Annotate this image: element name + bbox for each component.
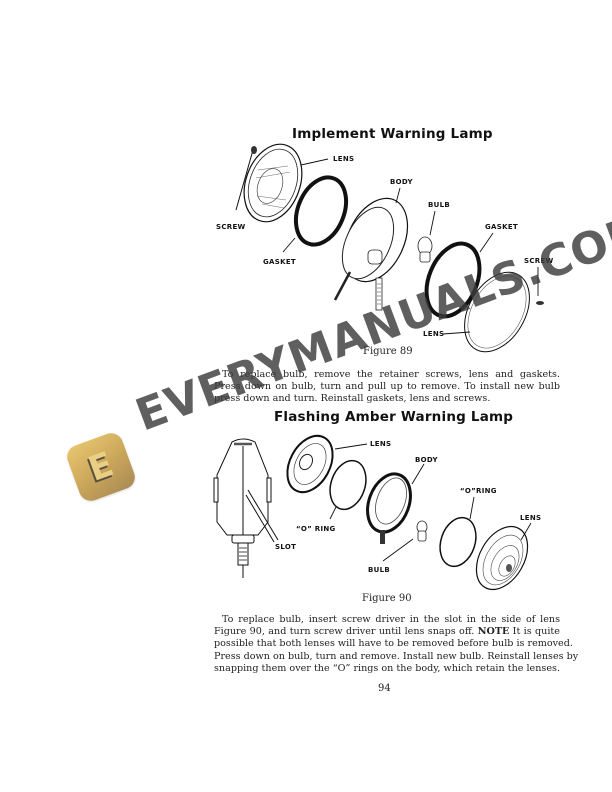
paragraph-line: Figure 90, and turn screw driver until l… <box>214 626 560 638</box>
o-ring-right-drawing <box>439 516 477 568</box>
label-gasket: GASKET <box>263 258 296 266</box>
paragraph-line: possible that both lenses will have to b… <box>214 638 573 650</box>
label-o-ring: “O” RING <box>296 525 336 533</box>
lens-top-drawing <box>286 434 334 494</box>
amber-lamp-side-view-drawing <box>213 438 279 578</box>
note-label: NOTE <box>477 626 510 638</box>
label-lens: LENS <box>520 514 542 522</box>
paragraph-line: Press down on bulb, turn and pull up to … <box>214 381 560 393</box>
bulb-drawing <box>416 520 428 542</box>
text-run: It is quite <box>512 626 560 638</box>
leader-lines-fig89 <box>282 158 539 335</box>
label-screw: SCREW <box>524 257 554 265</box>
body-drawing <box>333 197 409 311</box>
text-run: Figure 90, and turn screw driver until l… <box>214 626 475 638</box>
label-o-ring: “O”RING <box>460 487 497 495</box>
figure-caption: Figure 89 <box>363 346 413 357</box>
label-body: BODY <box>415 456 438 464</box>
gasket-left-drawing <box>293 175 349 247</box>
screw-right-icon <box>536 301 544 305</box>
leader-lines-fig90 <box>329 443 532 562</box>
o-ring-left-drawing <box>329 459 367 511</box>
section-heading-flashing-amber-warning-lamp: Flashing Amber Warning Lamp <box>274 409 514 425</box>
paragraph-line: To replace bulb, insert screw driver in … <box>222 614 560 625</box>
label-lens: LENS <box>333 155 355 163</box>
paragraph-line: press down and turn. Reinstall gaskets, … <box>214 393 491 405</box>
label-bulb: BULB <box>368 566 391 574</box>
screw-icon <box>235 146 257 211</box>
label-lens: LENS <box>370 440 392 448</box>
paragraph-line: To replace bulb, remove the retainer scr… <box>222 369 560 380</box>
page-number: 94 <box>378 683 391 694</box>
gasket-right-drawing <box>424 241 482 319</box>
label-gasket: GASKET <box>485 223 518 231</box>
paragraph-line: snapping them over the “O” rings on the … <box>214 662 560 674</box>
label-bulb: BULB <box>428 201 451 209</box>
label-slot: SLOT <box>275 543 297 551</box>
figure-caption: Figure 90 <box>362 593 412 604</box>
section-heading-implement-warning-lamp: Implement Warning Lamp <box>292 126 493 142</box>
body-drawing <box>366 472 412 544</box>
bulb-drawing <box>417 236 433 263</box>
label-lens: LENS <box>423 330 445 338</box>
paragraph-line: Press down on bulb, turn and remove. Ins… <box>214 650 579 662</box>
label-body: BODY <box>390 178 413 186</box>
label-screw: SCREW <box>216 223 246 231</box>
paragraph-flashing-instructions: To replace bulb, insert screw driver in … <box>214 614 579 675</box>
lens-right-drawing <box>475 525 529 591</box>
lens-left-drawing <box>243 143 303 223</box>
paragraph-implement-instructions: To replace bulb, remove the retainer scr… <box>214 369 560 406</box>
lens-right-drawing <box>464 271 530 353</box>
